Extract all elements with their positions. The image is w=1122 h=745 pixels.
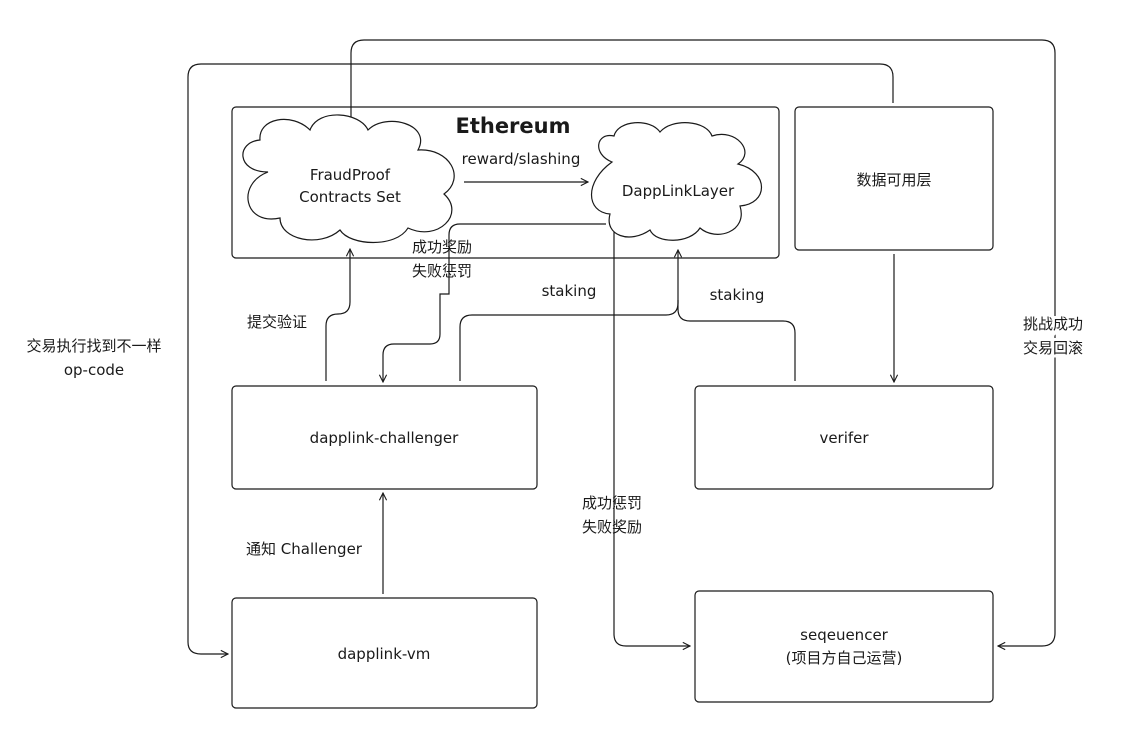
dapplinklayer-label: DappLinkLayer bbox=[622, 182, 735, 200]
dapplinklayer-cloud-shape bbox=[590, 122, 763, 241]
edge-staking-challenger-label: staking bbox=[542, 282, 597, 300]
edge-sequencer-reward-line1: 成功惩罚 bbox=[582, 494, 642, 512]
edge-submit-verify bbox=[325, 249, 350, 381]
edge-notify-challenger-label: 通知 Challenger bbox=[246, 540, 363, 558]
sequencer-label-line1: seqeuencer bbox=[800, 626, 889, 644]
verifier-label: verifer bbox=[819, 429, 869, 447]
sequencer-node: seqeuencer (项目方自己运营) bbox=[694, 590, 994, 703]
edge-challenge-rollback-loop bbox=[350, 39, 1056, 646]
fraudproof-contracts-node: FraudProof Contracts Set bbox=[242, 114, 455, 244]
edge-challenger-reward-line1: 成功奖励 bbox=[412, 238, 472, 256]
edge-challenger-reward-line2: 失败惩罚 bbox=[412, 262, 472, 280]
challenger-label: dapplink-challenger bbox=[310, 429, 459, 447]
vm-label: dapplink-vm bbox=[338, 645, 431, 663]
edge-op-code-label-line2: op-code bbox=[64, 361, 124, 379]
edge-challenge-rollback-line2: 交易回滚 bbox=[1023, 339, 1083, 357]
dapplinklayer-node: DappLinkLayer bbox=[590, 122, 763, 241]
fraudproof-cloud-shape bbox=[242, 114, 455, 244]
edge-dapplinklayer-to-challenger bbox=[383, 223, 606, 382]
data-availability-node: 数据可用层 bbox=[794, 106, 994, 251]
edge-sequencer-reward-line2: 失败奖励 bbox=[582, 518, 642, 536]
fraudproof-label-line1: FraudProof bbox=[310, 166, 391, 184]
edge-reward-slashing-label: reward/slashing bbox=[462, 150, 581, 168]
edge-challenge-rollback-line1: 挑战成功 bbox=[1023, 315, 1083, 333]
verifier-node: verifer bbox=[694, 385, 994, 490]
data-availability-label: 数据可用层 bbox=[856, 171, 931, 189]
edge-staking-verifier bbox=[677, 300, 796, 381]
edge-submit-verify-label: 提交验证 bbox=[247, 313, 307, 331]
challenger-node: dapplink-challenger bbox=[231, 385, 538, 490]
edge-staking-challenger bbox=[459, 250, 678, 381]
ethereum-title: Ethereum bbox=[455, 114, 570, 138]
edge-op-code-label-line1: 交易执行找到不一样 bbox=[26, 337, 161, 355]
fraudproof-label-line2: Contracts Set bbox=[299, 188, 401, 206]
sequencer-label-line2: (项目方自己运营) bbox=[786, 649, 903, 667]
edge-op-code-loop bbox=[187, 63, 894, 654]
edge-staking-verifier-label: staking bbox=[710, 286, 765, 304]
vm-node: dapplink-vm bbox=[231, 597, 538, 709]
edge-dapplinklayer-to-sequencer bbox=[613, 232, 690, 646]
